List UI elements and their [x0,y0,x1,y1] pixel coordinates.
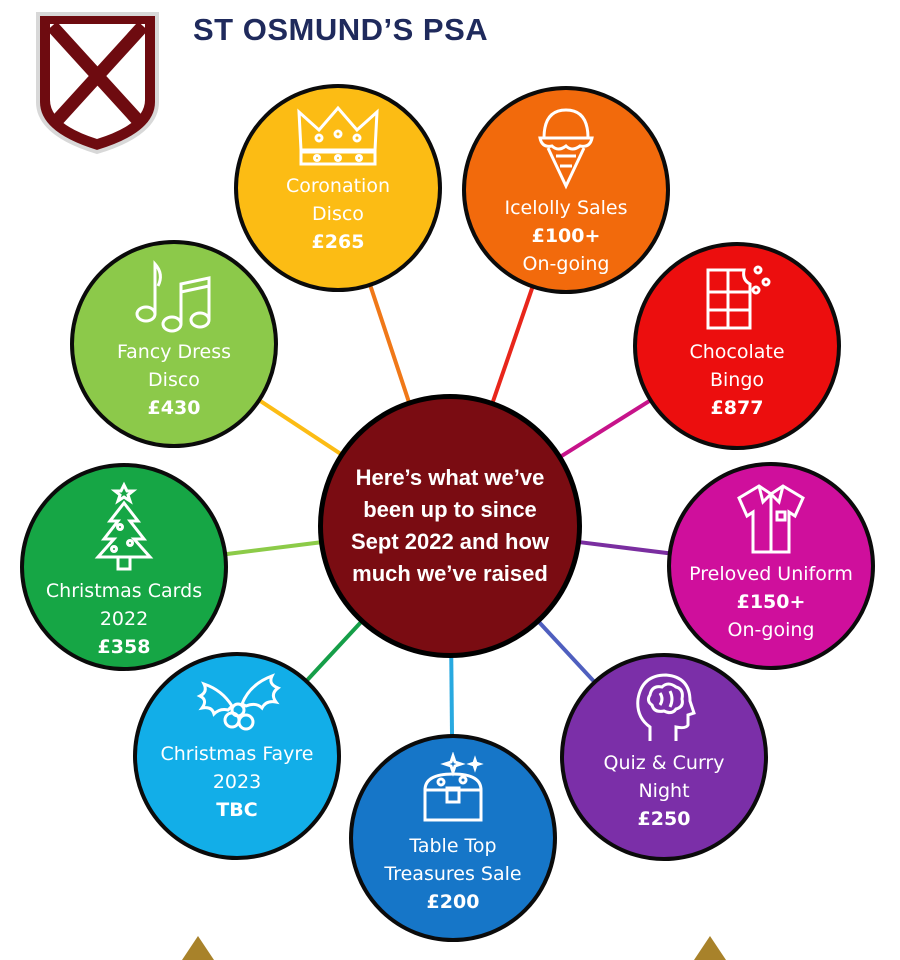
event-label: 2023 [212,771,262,793]
event-label: Fancy Dress [116,341,232,363]
crown-icon [295,102,381,172]
event-label: Disco [148,369,200,391]
event-label: Table Top [409,835,497,857]
brain-head-icon [632,671,696,749]
event-amount: £358 [97,636,151,658]
event-amount: £150+ [736,591,806,613]
event-amount: £250 [637,808,691,830]
event-amount: £877 [710,397,764,419]
event-label: Chocolate [689,341,785,363]
event-label: Christmas Cards [45,580,203,602]
hub-circle: Here’s what we’ve been up to since Sept … [318,394,582,658]
music-notes-icon [134,258,214,338]
event-label: Preloved Uniform [689,563,853,585]
decorative-arrow-left [182,936,214,960]
event-label: Night [638,780,690,802]
decorative-arrow-right [694,936,726,960]
connector-quiz [536,620,597,684]
connector-coronation [368,284,412,404]
event-bubble-icelolly: Icelolly Sales £100+ On-going [462,86,670,294]
shirt-icon [733,480,809,560]
hub-text: Here’s what we’ve been up to since Sept … [350,465,550,586]
event-label: Disco [312,203,364,225]
event-label: Quiz & Curry [603,752,725,774]
holly-icon [192,670,282,740]
connector-cards [224,540,322,557]
event-bubble-cards: Christmas Cards 2022 £358 [20,463,228,671]
connector-fancydress [258,398,343,457]
connector-chocolate [559,398,652,459]
event-label: 2022 [99,608,149,630]
connector-uniform [578,540,671,556]
connector-fayre [304,620,364,683]
event-label: Christmas Fayre [160,743,314,765]
event-label: Treasures Sale [384,863,522,885]
event-label: Bingo [709,369,765,391]
event-amount: £430 [147,397,201,419]
event-label: Coronation [286,175,390,197]
event-amount: £265 [311,231,365,253]
connector-icelolly [490,285,535,404]
event-amount: £200 [426,891,480,913]
ice-cream-icon [536,104,596,194]
event-amount: TBC [216,799,258,821]
event-bubble-uniform: Preloved Uniform £150+ On-going [667,462,875,670]
school-shield-logo [36,12,159,155]
page-title: ST OSMUND’S PSA [193,12,489,47]
christmas-tree-icon [92,481,156,577]
connector-tabletop [449,655,455,737]
event-amount: £100+ [531,225,601,247]
event-note: On-going [727,619,815,641]
event-note: On-going [522,253,610,275]
treasure-chest-icon [415,751,491,832]
chocolate-bar-icon [700,260,774,338]
event-label: Icelolly Sales [504,197,628,219]
